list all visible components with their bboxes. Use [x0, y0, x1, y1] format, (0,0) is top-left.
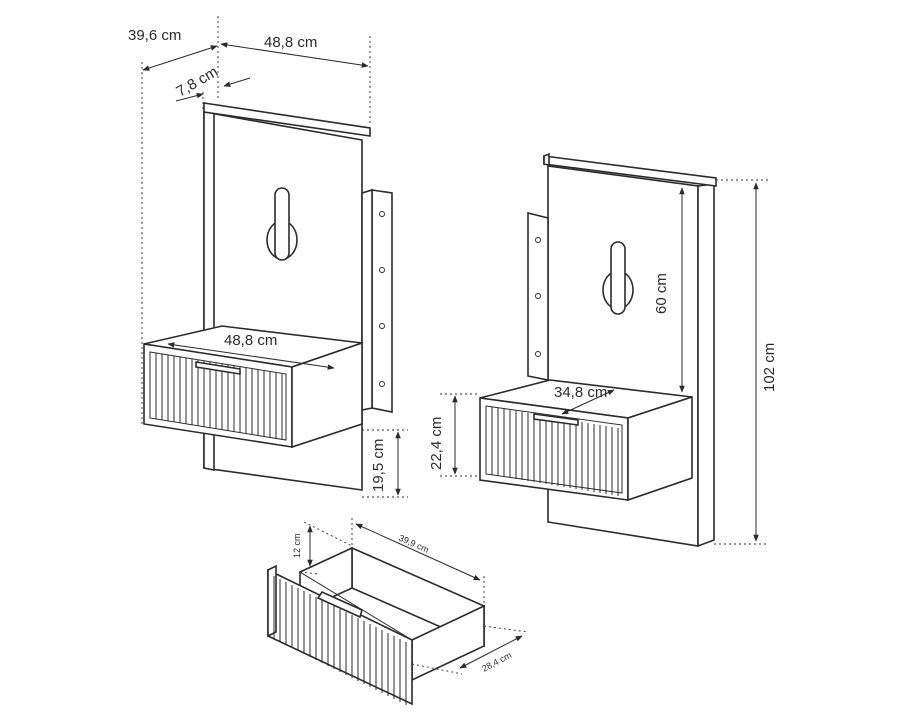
left-top-cap	[203, 102, 371, 137]
right-hook-icon	[602, 241, 634, 315]
left-dimensions	[141, 16, 408, 498]
label-shelf-depth: 34,8 cm	[554, 384, 607, 401]
left-hook-icon	[266, 187, 298, 261]
label-drawer-height-side: 19,5 cm	[370, 439, 387, 492]
label-total-height: 102 cm	[761, 343, 778, 392]
drawer-dimensions	[299, 518, 529, 675]
drawer-box	[267, 546, 486, 706]
label-drawer-inner-width: 39,9 cm	[397, 533, 430, 555]
drawer-front-flutes	[273, 576, 407, 705]
right-drawer-flutes	[491, 407, 619, 496]
right-drawer-handle	[533, 413, 579, 426]
left-wall-rail	[371, 189, 393, 413]
label-drawer-inner-height: 12 cm	[292, 533, 302, 558]
label-top-width: 48,8 cm	[264, 34, 317, 51]
left-nightstand-unit	[143, 102, 393, 491]
right-wall-rail	[527, 211, 549, 381]
label-top-depth: 7,8 cm	[174, 63, 221, 100]
right-nightstand-unit	[479, 152, 717, 548]
label-total-depth: 39,6 cm	[128, 27, 181, 44]
label-shelf-width: 48,8 cm	[224, 332, 277, 349]
label-drawer-inner-depth: 28,4 cm	[480, 650, 513, 674]
label-drawer-box-height: 22,4 cm	[428, 417, 445, 470]
drawer-handle	[316, 590, 363, 619]
label-panel-height: 60 cm	[653, 273, 670, 314]
right-dimensions	[440, 179, 768, 545]
